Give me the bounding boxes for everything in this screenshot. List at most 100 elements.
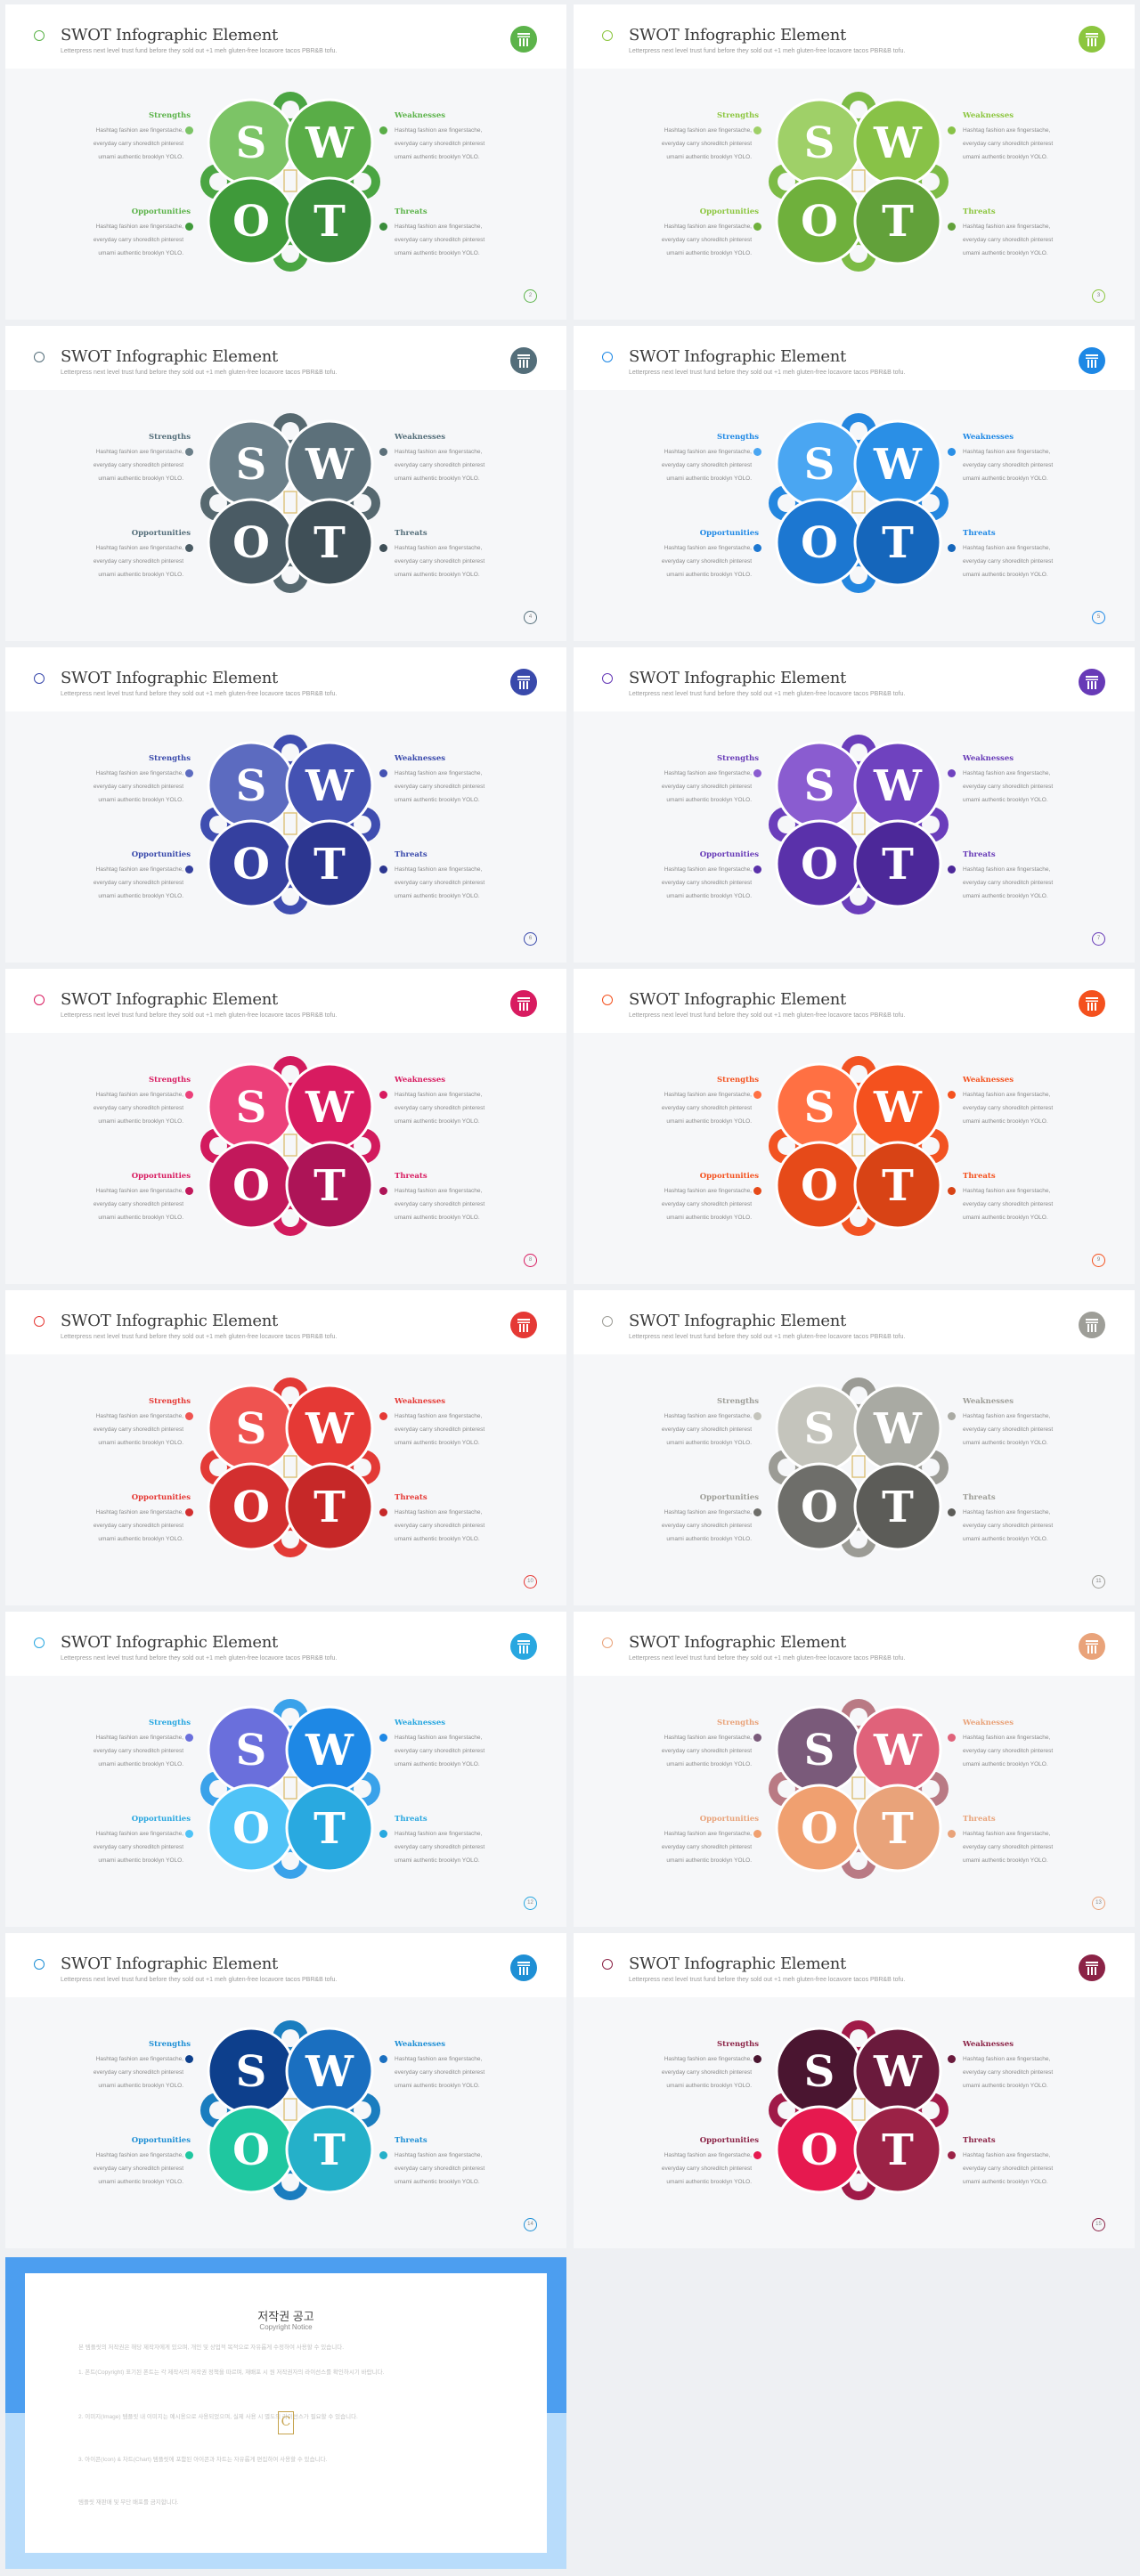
swot-slide[interactable]: SWOT Infographic Element Letterpress nex…: [5, 1612, 566, 1927]
swot-letter-t: T: [314, 840, 346, 890]
brand-logo: [510, 347, 537, 374]
swot-diagram: S W O T: [191, 1369, 389, 1566]
body-line: Hashtag fashion axe fingerstache,: [395, 1509, 483, 1516]
swot-slide[interactable]: SWOT Infographic Element Letterpress nex…: [574, 647, 1135, 963]
brand-logo-icon: [1079, 669, 1105, 695]
brand-logo-icon: [510, 669, 537, 695]
slide-title: SWOT Infographic Element: [629, 1312, 846, 1330]
swot-slide[interactable]: SWOT Infographic Element Letterpress nex…: [574, 969, 1135, 1284]
swot-slide[interactable]: SWOT Infographic Element Letterpress nex…: [5, 1933, 566, 2248]
opportunities-text: Hashtag fashion axe fingerstache, everyda…: [77, 863, 183, 903]
brand-logo-icon: [1079, 26, 1105, 53]
body-line: everyday carry shoreditch pinterest: [963, 1523, 1054, 1529]
body-line: umami authentic brooklyn YOLO.: [395, 2083, 480, 2089]
brand-logo: [1079, 26, 1105, 53]
body-line: Hashtag fashion axe fingerstache,: [963, 2056, 1051, 2062]
body-line: everyday carry shoreditch pinterest: [395, 2166, 485, 2172]
body-line: umami authentic brooklyn YOLO.: [98, 1215, 183, 1221]
opportunities-dot: [753, 2151, 761, 2159]
body-line: Hashtag fashion axe fingerstache,: [395, 127, 483, 134]
threats-dot: [379, 544, 387, 552]
body-line: everyday carry shoreditch pinterest: [395, 880, 485, 886]
brand-logo-icon: [510, 26, 537, 53]
swot-t-lobe: [285, 2105, 374, 2194]
body-line: everyday carry shoreditch pinterest: [661, 880, 752, 886]
copyright-title: 저작권 공고: [257, 2310, 314, 2323]
body-line: everyday carry shoreditch pinterest: [963, 462, 1054, 468]
strengths-dot: [185, 1734, 193, 1742]
swot-letter-o: O: [801, 840, 838, 890]
body-line: Hashtag fashion axe fingerstache,: [963, 1831, 1051, 1837]
swot-t-lobe: [285, 176, 374, 265]
body-line: umami authentic brooklyn YOLO.: [666, 2083, 752, 2089]
swot-diagram: S W O T: [760, 1369, 957, 1566]
swot-letter-s: S: [804, 440, 835, 490]
weaknesses-dot: [379, 448, 387, 456]
strengths-dot: [185, 1412, 193, 1420]
body-line: everyday carry shoreditch pinterest: [963, 558, 1054, 565]
slide-title: SWOT Infographic Element: [629, 669, 846, 687]
label-strengths: Strengths: [149, 1397, 191, 1406]
swot-letter-w: W: [305, 118, 354, 168]
swot-slide[interactable]: SWOT Infographic Element Letterpress nex…: [5, 4, 566, 320]
body-line: Hashtag fashion axe fingerstache,: [95, 1831, 183, 1837]
slide-title: SWOT Infographic Element: [61, 347, 278, 366]
swot-slide[interactable]: SWOT Infographic Element Letterpress nex…: [5, 1290, 566, 1605]
label-threats: Threats: [963, 529, 996, 538]
swot-clover: S W O T: [200, 735, 380, 914]
label-opportunities: Opportunities: [699, 529, 759, 538]
swot-slide[interactable]: SWOT Infographic Element Letterpress nex…: [574, 4, 1135, 320]
swot-t-lobe: [853, 498, 942, 587]
copyright-paragraph: 3. 아이콘(Icon) & 차트(Chart) 템플릿에 포함된 아이콘과 차…: [78, 2457, 328, 2463]
opportunities-dot: [185, 1508, 193, 1516]
label-opportunities: Opportunities: [699, 1493, 759, 1502]
body-line: Hashtag fashion axe fingerstache,: [963, 1188, 1051, 1194]
threats-text: Hashtag fashion axe fingerstache,everyda…: [963, 2149, 1070, 2189]
slide-title: SWOT Infographic Element: [61, 1633, 278, 1652]
body-line: Hashtag fashion axe fingerstache,: [395, 2152, 483, 2158]
body-line: umami authentic brooklyn YOLO.: [963, 797, 1048, 803]
label-threats: Threats: [963, 850, 996, 859]
slide-header: [5, 1933, 566, 1997]
body-line: umami authentic brooklyn YOLO.: [395, 1761, 480, 1767]
strengths-text: Hashtag fashion axe fingerstache,everyda…: [645, 124, 752, 164]
slide-subtitle: Letterpress next level trust fund before…: [629, 1655, 906, 1662]
weaknesses-text: Hashtag fashion axe fingerstache,everyda…: [395, 1731, 501, 1771]
body-line: Hashtag fashion axe fingerstache,: [664, 1413, 752, 1419]
label-opportunities: Opportunities: [699, 850, 759, 859]
slide-header: [5, 969, 566, 1033]
swot-slide[interactable]: SWOT Infographic Element Letterpress nex…: [574, 1290, 1135, 1605]
body-line: Hashtag fashion axe fingerstache,: [95, 127, 183, 134]
swot-slide[interactable]: SWOT Infographic Element Letterpress nex…: [574, 1612, 1135, 1927]
weaknesses-text: Hashtag fashion axe fingerstache,everyda…: [395, 124, 501, 164]
body-line: Hashtag fashion axe fingerstache,: [95, 866, 183, 873]
swot-slide[interactable]: SWOT Infographic Element Letterpress nex…: [574, 1933, 1135, 2248]
brand-logo-icon: [1079, 1312, 1105, 1338]
label-threats: Threats: [395, 1172, 428, 1181]
swot-slide[interactable]: SWOT Infographic Element Letterpress nex…: [5, 969, 566, 1284]
weaknesses-dot: [948, 448, 956, 456]
body-line: everyday carry shoreditch pinterest: [93, 1748, 183, 1754]
swot-letter-w: W: [305, 1404, 354, 1454]
strengths-text: Hashtag fashion axe fingerstache,everyda…: [77, 1731, 183, 1771]
copyright-slide[interactable]: 저작권 공고 Copyright Notice 본 템플릿의 저작권은 해당 제…: [5, 2257, 566, 2569]
body-line: everyday carry shoreditch pinterest: [963, 1748, 1054, 1754]
swot-slide[interactable]: SWOT Infographic Element Letterpress nex…: [5, 326, 566, 641]
swot-letter-s: S: [236, 2047, 267, 2097]
opportunities-dot: [753, 1508, 761, 1516]
swot-letter-o: O: [232, 1804, 270, 1854]
opportunities-dot: [185, 223, 193, 231]
body-line: umami authentic brooklyn YOLO.: [395, 475, 480, 482]
threats-text: Hashtag fashion axe fingerstache,everyda…: [395, 220, 501, 260]
weaknesses-text: Hashtag fashion axe fingerstache,everyda…: [395, 2052, 501, 2092]
body-line: umami authentic brooklyn YOLO.: [98, 797, 183, 803]
swot-slide[interactable]: SWOT Infographic Element Letterpress nex…: [5, 647, 566, 963]
threats-text: Hashtag fashion axe fingerstache,everyda…: [395, 1827, 501, 1867]
swot-diagram: S W O T: [191, 404, 389, 602]
swot-clover: S W O T: [200, 2020, 380, 2200]
body-line: Hashtag fashion axe fingerstache,: [664, 1509, 752, 1516]
body-line: everyday carry shoreditch pinterest: [93, 880, 183, 886]
swot-t-lobe: [285, 1784, 374, 1873]
opportunities-text: Hashtag fashion axe fingerstache,everyda…: [645, 541, 752, 581]
swot-slide[interactable]: SWOT Infographic Element Letterpress nex…: [574, 326, 1135, 641]
